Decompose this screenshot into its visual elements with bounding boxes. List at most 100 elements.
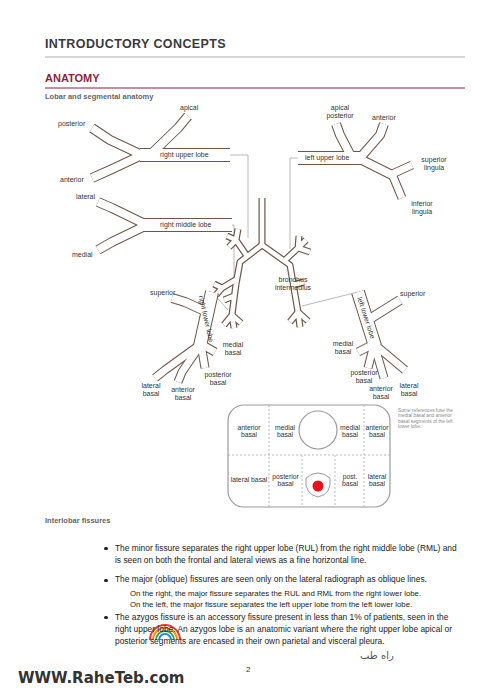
segment-label: lateral basal (231, 476, 268, 483)
bronchus-lumen (368, 300, 400, 320)
subheading: Interlobar fissures (45, 517, 110, 525)
segment-label: anterior basal (230, 424, 268, 439)
bronchus-lumen (260, 198, 265, 245)
segment-cell: medial basal (336, 410, 364, 452)
section-rule (45, 88, 465, 89)
page-number: 2 (246, 666, 250, 675)
leader-line (230, 155, 248, 238)
segment-label: apical (180, 104, 198, 112)
bronchus-outline (360, 124, 384, 158)
bronchus-lumen (98, 225, 147, 250)
bronchus-lumen (92, 128, 142, 155)
bullet-dot (104, 579, 108, 583)
segment-divider (228, 455, 390, 456)
segment-label: superior (150, 289, 175, 297)
bronchus-lumen (284, 236, 310, 261)
segment-label: lateral (76, 193, 95, 201)
segment-divider (302, 455, 303, 507)
segment-label: posterior (58, 120, 85, 128)
leader-line (302, 292, 358, 306)
segment-label: lateral basal (364, 473, 390, 488)
segment-label: anterior (60, 176, 84, 184)
segment-label: superior lingula (414, 156, 454, 171)
segment-cell: posterior basal (269, 458, 302, 502)
bullet-dot (104, 547, 108, 551)
section-heading: ANATOMY (45, 72, 100, 84)
bronchus-outline (92, 128, 142, 155)
bronchus-outline (98, 202, 147, 225)
segment-label: anterior basal (364, 424, 390, 439)
bronchus-outline (98, 225, 147, 250)
segment-divider (269, 405, 270, 507)
bullet-text: The minor fissure separates the right up… (115, 543, 463, 567)
subheading: Lobar and segmental anatomy (45, 93, 153, 101)
bronchus-lumen (224, 284, 241, 328)
bullet-text: The major (oblique) fissures are seen on… (115, 575, 427, 584)
bronchus-lumen (360, 124, 384, 158)
vertebra-outline (306, 473, 331, 497)
segment-label: superior (400, 290, 425, 298)
segment-label: posterior basal (269, 473, 302, 488)
leader-line (290, 158, 298, 249)
segment-label: posterior basal (348, 369, 380, 384)
segment-label: inferior lingula (402, 200, 442, 215)
sub-bullet-text: On the left, the major fissure separates… (130, 601, 412, 610)
bronchus-outline (227, 229, 247, 256)
segment-label: medial basal (269, 424, 301, 439)
bronchus-outline (368, 300, 400, 320)
segment-divider (364, 405, 365, 507)
segment-label: medial basal (336, 424, 364, 439)
bronchus-outline (92, 155, 142, 178)
bullet-text: The azygos fissure is an accessory fissu… (115, 612, 463, 647)
segment-label: lateral basal (394, 382, 424, 397)
bronchus-outline (284, 236, 310, 261)
segment-label: apical posterior (320, 104, 360, 119)
bronchus-lumen (236, 245, 262, 284)
segment-label: anterior (372, 114, 396, 122)
watermark: راه طب (360, 650, 394, 661)
lobe-label: right upper lobe (160, 151, 209, 159)
page-header: INTRODUCTORY CONCEPTS (45, 38, 226, 52)
bronchus-lumen (227, 229, 247, 256)
segment-label: medial basal (218, 341, 248, 356)
lobe-label: right middle lobe (160, 221, 211, 229)
bronchus-lumen (336, 124, 352, 158)
sub-bullet-text: On the right, the major fissure separate… (130, 590, 421, 599)
watermark: WWW.RaheTeb.com (18, 670, 184, 687)
segment-label: medial basal (328, 340, 358, 355)
segment-cell: lateral basal (364, 458, 390, 502)
bullet-dot (104, 616, 108, 620)
bronchus-outline (224, 284, 241, 328)
bronchus-outline (358, 158, 392, 175)
segment-label: anterior basal (366, 385, 396, 400)
segment-label: medial (72, 251, 93, 259)
segment-label: posterior basal (201, 371, 235, 386)
bronchus-lumen (201, 344, 215, 352)
segment-cell: anterior basal (364, 410, 390, 452)
bronchus-outline (259, 198, 266, 245)
bronchus-lumen (92, 155, 142, 178)
segment-cell: medial basal (269, 410, 301, 452)
thorax-outline (228, 405, 390, 507)
header-rule (45, 57, 465, 58)
segment-cell: post. basal (336, 458, 364, 502)
bronchus-lumen (374, 344, 405, 370)
bronchus-lumen (150, 116, 188, 155)
segment-cell: lateral basal (230, 458, 268, 502)
lobe-label: left upper lobe (305, 154, 349, 162)
aorta-dot (313, 481, 324, 492)
segment-label: lateral basal (136, 382, 166, 397)
side-note: Some references fuse the medial basal an… (398, 408, 454, 429)
bronchus-lumen (178, 344, 201, 382)
segment-divider (335, 455, 336, 507)
heart-outline (299, 411, 337, 449)
bronchus-lumen (98, 202, 147, 225)
bronchus-lumen (358, 158, 392, 175)
segment-label: post. basal (336, 473, 364, 488)
segment-label: anterior basal (168, 386, 198, 401)
bronchus-outline (140, 218, 232, 232)
bronchus-label: bronchus intermedius (270, 276, 316, 291)
segment-cell: anterior basal (230, 410, 268, 452)
bronchus-outline (392, 174, 402, 198)
